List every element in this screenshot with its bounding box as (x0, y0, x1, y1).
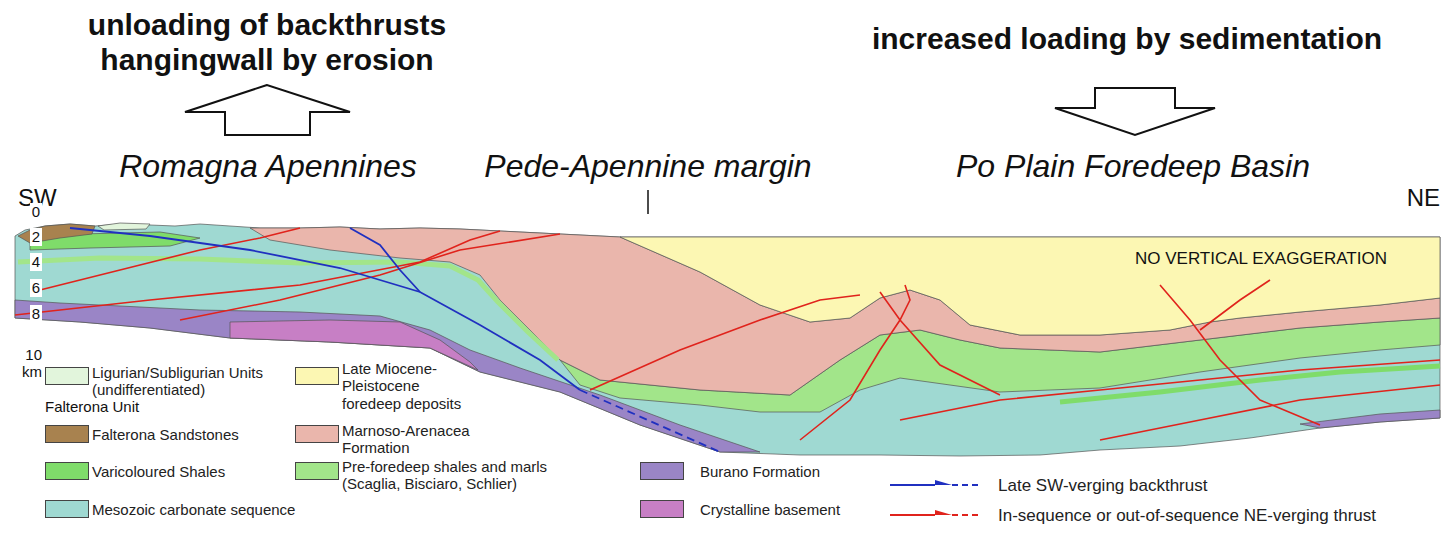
legend-text: Ligurian/Subligurian Units (undifferenti… (92, 364, 292, 399)
depth-tick: 0 (30, 203, 42, 220)
shale-band (1060, 366, 1440, 402)
carbonate-unit (15, 224, 1440, 456)
legend-line-sample (890, 484, 935, 486)
legend-swatch (295, 462, 339, 480)
legend-swatch (45, 500, 89, 518)
thrust-lines (15, 228, 1440, 440)
legend-line-sample (952, 484, 980, 486)
depth-tick: 8 (30, 305, 42, 322)
depth-tick: 10 (25, 346, 42, 363)
shale-band (18, 258, 558, 360)
legend-text: Burano Formation (700, 463, 820, 480)
legend-line-sample (890, 514, 935, 516)
depth-tick: 2 (30, 228, 42, 245)
thrust-line (1160, 285, 1320, 425)
thrust-line (900, 360, 1440, 420)
legend-line-sample (952, 514, 980, 516)
legend-arrowhead (935, 480, 952, 485)
legend-text: Falterona Sandstones (92, 426, 239, 443)
legend-text: Crystalline basement (700, 501, 840, 518)
legend-swatch (295, 367, 339, 385)
depth-unit: km (22, 363, 42, 380)
backthrust-line (580, 390, 720, 452)
backthrust-line (350, 228, 420, 292)
region-name: Romagna Apennines (119, 148, 417, 185)
legend-text: Pre-foredeep shales and marls (Scaglia, … (342, 458, 582, 493)
subsidence-arrow (1055, 88, 1215, 135)
region-name: Po Plain Foredeep Basin (956, 148, 1310, 185)
legend-text: Late SW-verging backthrust (998, 476, 1207, 496)
legend-heading: Falterona Unit (45, 398, 139, 415)
foredeep-unit (620, 237, 1440, 335)
uplift-arrow (185, 85, 350, 135)
legend-swatch (640, 500, 684, 518)
legend-text: Late Miocene-Pleistocene foredeep deposi… (342, 360, 482, 412)
legend-swatch (45, 367, 89, 385)
legend-swatch (640, 462, 684, 480)
thrust-line (15, 231, 500, 315)
region-name: Pede-Apennine margin (484, 148, 811, 185)
thrust-line (880, 292, 1000, 395)
direction-label: NE (1407, 184, 1440, 212)
thrust-line (590, 295, 860, 390)
legend-swatch (45, 425, 89, 443)
ligurian-unit (98, 223, 150, 230)
margin-tick (647, 190, 649, 214)
legend-swatch (45, 462, 89, 480)
backthrust-lines (70, 228, 720, 452)
thrust-line (800, 285, 910, 440)
depth-tick: 4 (30, 253, 42, 270)
depth-tick: 6 (30, 279, 42, 296)
process-heading: increased loading by sedimentation (872, 22, 1382, 57)
legend-text: Mesozoic carbonate sequence (92, 501, 295, 518)
scale-note: NO VERTICAL EXAGGERATION (1135, 249, 1387, 269)
thrust-line (1100, 385, 1440, 440)
thrust-line (40, 228, 300, 290)
legend-text: Marnoso-Arenacea Formation (342, 422, 482, 457)
process-heading: unloading of backthrusts hangingwall by … (47, 8, 487, 77)
legend-swatch (295, 425, 339, 443)
legend-text: Varicoloured Shales (92, 463, 225, 480)
thrust-line (1200, 280, 1270, 330)
legend-arrowhead (935, 510, 952, 515)
legend-text: In-sequence or out-of-sequence NE-vergin… (998, 506, 1376, 526)
burano-unit (1300, 410, 1440, 428)
